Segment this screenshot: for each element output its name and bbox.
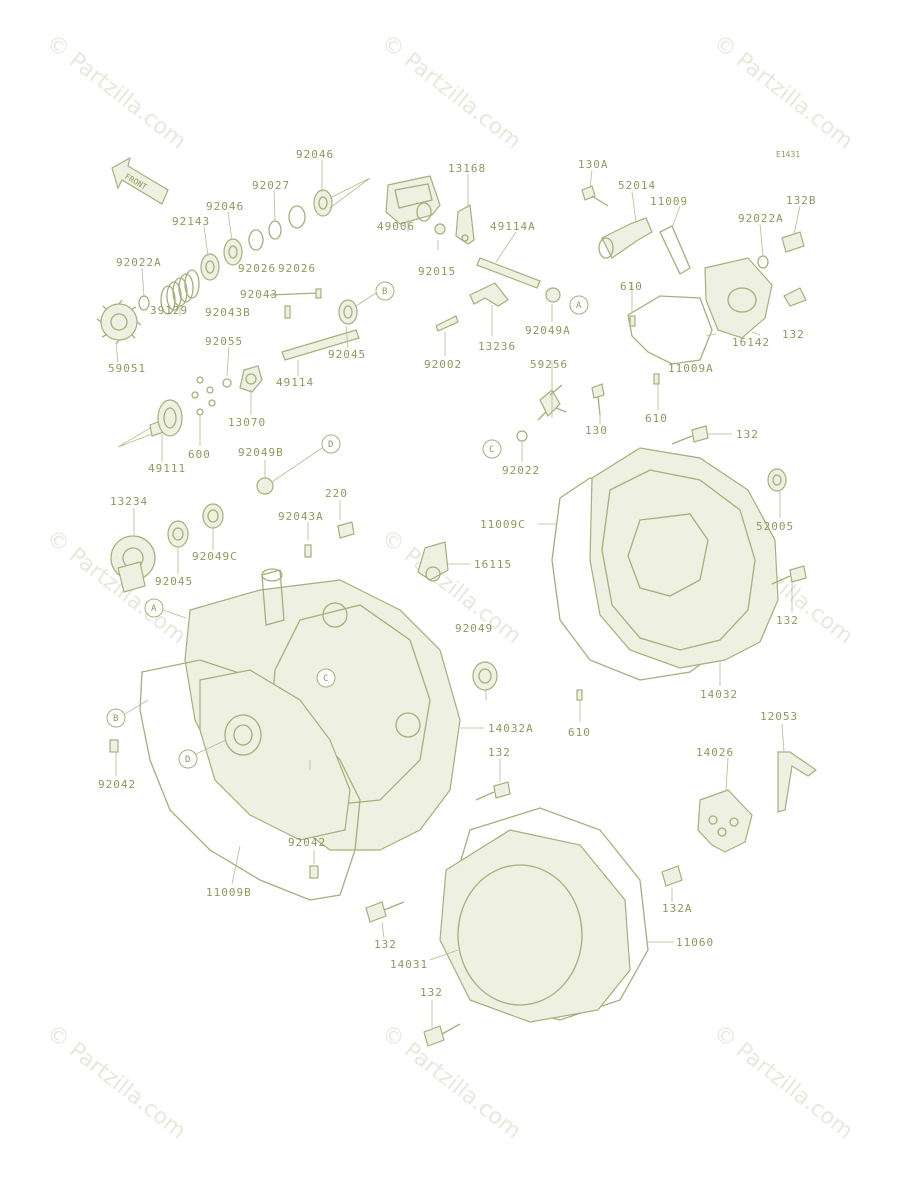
part-label: 610 <box>645 412 668 425</box>
shift-parts <box>385 175 605 442</box>
part-label: 132 <box>374 938 397 951</box>
part-label: 132 <box>736 428 759 441</box>
part-label: 92022A <box>738 212 784 225</box>
part-label: 92045 <box>155 575 193 588</box>
part-label: 14026 <box>696 746 734 759</box>
part-label: 92042 <box>98 778 136 791</box>
part-label: 92027 <box>252 179 290 192</box>
part-label: 92049B <box>238 446 284 459</box>
part-label: 13234 <box>110 495 148 508</box>
part-label: 92026 <box>238 262 276 275</box>
part-label: 92046 <box>206 200 244 213</box>
part-label: 92049A <box>525 324 571 337</box>
part-label: 92055 <box>205 335 243 348</box>
watermark: © Partzilla.com <box>376 1020 525 1144</box>
part-label: 610 <box>620 280 643 293</box>
part-label: 132 <box>488 746 511 759</box>
leader-lines <box>115 160 801 1028</box>
callout-a: A <box>576 301 582 311</box>
part-label: 92022A <box>116 256 162 269</box>
part-label: 11009B <box>206 886 252 899</box>
part-label: 14032 <box>700 688 738 701</box>
part-label: 220 <box>325 487 348 500</box>
part-label: 92043B <box>205 306 251 319</box>
part-label: 16115 <box>474 558 512 571</box>
part-label: 52005 <box>756 520 794 533</box>
callout-group: B A D C A B C D <box>106 281 589 769</box>
part-label: 11060 <box>676 936 714 949</box>
part-label: 132 <box>782 328 805 341</box>
watermark: © Partzilla.com <box>41 1020 190 1144</box>
part-label: 49114 <box>276 376 314 389</box>
part-label: 92049 <box>455 622 493 635</box>
callout-b: B <box>382 287 387 297</box>
part-label: 13168 <box>448 162 486 175</box>
callout-a: A <box>151 604 157 614</box>
watermark: © Partzilla.com <box>376 30 525 154</box>
part-label: 39129 <box>150 304 188 317</box>
callout-b: B <box>113 714 118 724</box>
callout-c: C <box>489 445 494 455</box>
part-label: 92046 <box>296 148 334 161</box>
part-label: 11009A <box>668 362 714 375</box>
watermark: © Partzilla.com <box>708 1020 857 1144</box>
front-arrow-icon: FRONT <box>111 156 169 205</box>
part-label: 12053 <box>760 710 798 723</box>
part-label: 13070 <box>228 416 266 429</box>
part-label: 92043 <box>240 288 278 301</box>
part-label: 130A <box>578 158 609 171</box>
part-label-group: 92046 13168 130A 52014 11009 92022A 132B… <box>98 148 817 999</box>
part-label: 130 <box>585 424 608 437</box>
callout-c: C <box>323 674 328 684</box>
watermark: © Partzilla.com <box>708 30 857 154</box>
part-label: 49111 <box>148 462 186 475</box>
magneto-cover <box>365 751 818 1047</box>
crankcase-cover <box>109 477 498 901</box>
part-label: 92043A <box>278 510 324 523</box>
part-label: 14032A <box>488 722 534 735</box>
part-label: 16142 <box>732 336 770 349</box>
part-label: 49114A <box>490 220 536 233</box>
part-label: 92002 <box>424 358 462 371</box>
water-pump-cover <box>581 185 807 385</box>
part-label: 92045 <box>328 348 366 361</box>
part-label: 92042 <box>288 836 326 849</box>
part-label: 132 <box>420 986 443 999</box>
part-label: 59051 <box>108 362 146 375</box>
water-pump-drive-parts <box>96 177 371 448</box>
part-label: 132B <box>786 194 817 207</box>
part-label: 59256 <box>530 358 568 371</box>
part-label: 92015 <box>418 265 456 278</box>
part-label: 92022 <box>502 464 540 477</box>
part-label: 92026 <box>278 262 316 275</box>
part-label: 132A <box>662 902 693 915</box>
clutch-cover <box>551 425 807 701</box>
part-label: 600 <box>188 448 211 461</box>
watermark: © Partzilla.com <box>41 30 190 154</box>
part-label: 132 <box>776 614 799 627</box>
part-label: 49006 <box>377 220 415 233</box>
part-label: 52014 <box>618 179 656 192</box>
part-label: 92143 <box>172 215 210 228</box>
part-label: 11009C <box>480 518 526 531</box>
callout-d: D <box>185 755 190 765</box>
part-label: 11009 <box>650 195 688 208</box>
part-label: 610 <box>568 726 591 739</box>
part-label: 13236 <box>478 340 516 353</box>
callout-d: D <box>328 440 333 450</box>
part-label: 14031 <box>390 958 428 971</box>
diagram-code: E1431 <box>776 150 800 159</box>
part-label: 92049C <box>192 550 238 563</box>
